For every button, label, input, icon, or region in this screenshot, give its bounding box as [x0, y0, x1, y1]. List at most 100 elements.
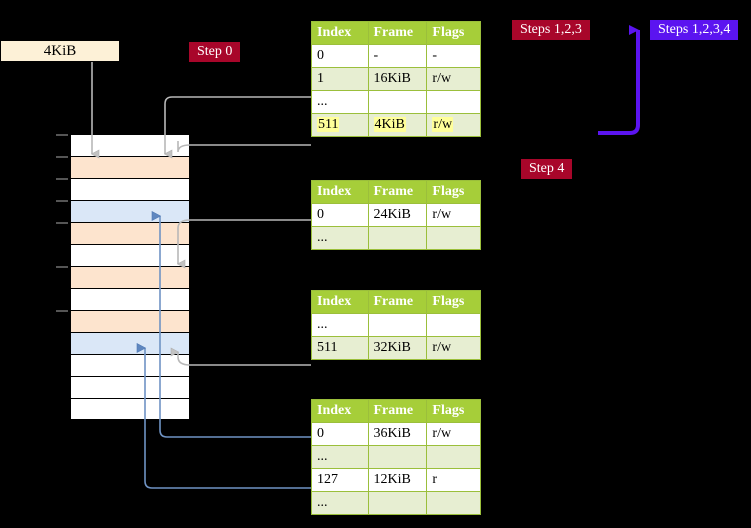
memory-tick — [56, 200, 68, 202]
table-row: ... — [311, 226, 481, 250]
table-cell: 0 — [311, 44, 369, 68]
step0-label: Step 0 — [197, 44, 233, 59]
column-header-frame: Frame — [367, 180, 428, 204]
column-header-frame: Frame — [367, 399, 428, 423]
steps123-badge: Steps 1,2,3 — [512, 20, 590, 40]
memory-tick — [56, 310, 68, 312]
memory-row — [70, 310, 190, 332]
steps123-label: Steps 1,2,3 — [520, 22, 582, 37]
memory-row — [70, 178, 190, 200]
table-cell: r/w — [426, 113, 481, 137]
table-row: ... — [311, 491, 481, 515]
table-cell — [367, 226, 428, 250]
table-cell — [426, 226, 481, 250]
column-header-flags: Flags — [426, 180, 481, 204]
column-header-flags: Flags — [426, 290, 481, 314]
memory-row — [70, 134, 190, 156]
table-cell: r/w — [426, 336, 481, 360]
kib-frame-box: 4KiB — [0, 40, 120, 62]
table-cell: r/w — [426, 422, 481, 446]
memory-tick — [56, 134, 68, 136]
table-cell: ... — [311, 445, 369, 469]
table-cell — [426, 491, 481, 515]
table-cell — [426, 445, 481, 469]
table-cell: 4KiB — [367, 113, 428, 137]
table-cell: r/w — [426, 203, 481, 227]
kib-frame-label: 4KiB — [43, 43, 77, 59]
highlighted-value: 511 — [317, 117, 340, 132]
table-row: 511 4KiB r/w — [311, 113, 481, 137]
table-cell — [367, 313, 428, 337]
table-cell: 127 — [311, 468, 369, 492]
column-header-index: Index — [311, 290, 369, 314]
table-cell: - — [367, 44, 428, 68]
memory-row — [70, 156, 190, 178]
table-cell: 511 — [311, 336, 369, 360]
table-row: ... — [311, 313, 481, 337]
table-cell — [367, 445, 428, 469]
highlighted-value: 4KiB — [373, 117, 406, 132]
memory-row — [70, 398, 190, 420]
step4-label: Step 4 — [529, 161, 565, 176]
steps1234-label: Steps 1,2,3,4 — [658, 22, 731, 37]
memory-row — [70, 266, 190, 288]
physical-memory-column — [70, 134, 190, 420]
column-header-flags: Flags — [426, 399, 481, 423]
table-cell: 36KiB — [367, 422, 428, 446]
table-cell: ... — [311, 313, 369, 337]
memory-row — [70, 200, 190, 222]
memory-row — [70, 332, 190, 354]
table-row: ... — [311, 445, 481, 469]
memory-tick — [56, 156, 68, 158]
table-cell — [367, 491, 428, 515]
table-cell: 16KiB — [367, 67, 428, 91]
table-cell: 511 — [311, 113, 369, 137]
table-cell: r — [426, 468, 481, 492]
table-cell: ... — [311, 491, 369, 515]
table-row: 0-- — [311, 44, 481, 68]
table-row: ... — [311, 90, 481, 114]
table-cell: ... — [311, 90, 369, 114]
memory-row — [70, 288, 190, 310]
memory-row — [70, 244, 190, 266]
table-cell: 1 — [311, 67, 369, 91]
table-cell: - — [426, 44, 481, 68]
table-cell: 32KiB — [367, 336, 428, 360]
memory-row — [70, 354, 190, 376]
memory-tick — [56, 222, 68, 224]
memory-row — [70, 222, 190, 244]
table-cell — [426, 90, 481, 114]
memory-tick — [56, 178, 68, 180]
step0-badge: Step 0 — [189, 42, 241, 62]
column-header-index: Index — [311, 180, 369, 204]
column-header-index: Index — [311, 21, 369, 45]
memory-row — [70, 376, 190, 398]
table-cell: 0 — [311, 422, 369, 446]
column-header-frame: Frame — [367, 21, 428, 45]
table-cell: r/w — [426, 67, 481, 91]
memory-tick — [56, 266, 68, 268]
table-cell: 0 — [311, 203, 369, 227]
table-cell: 24KiB — [367, 203, 428, 227]
table-cell: ... — [311, 226, 369, 250]
column-header-index: Index — [311, 399, 369, 423]
table-cell — [426, 313, 481, 337]
column-header-flags: Flags — [426, 21, 481, 45]
step4-badge: Step 4 — [521, 159, 573, 179]
highlighted-value: r/w — [432, 117, 454, 132]
column-header-frame: Frame — [367, 290, 428, 314]
